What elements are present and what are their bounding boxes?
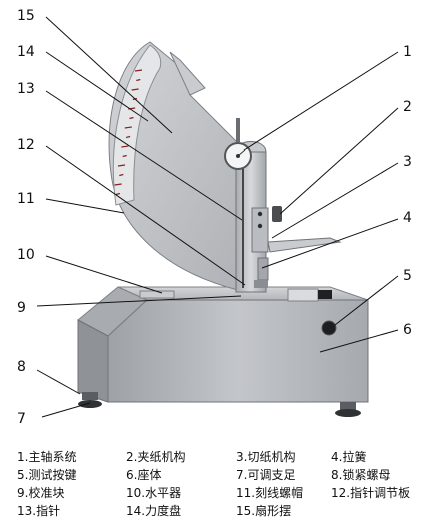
tear-tester-illustration: 1 2 3 4 5 6 7 8 9 10 11 12 13 14 15 [17, 8, 412, 427]
parts-legend: 1.主轴系统 2.夹纸机构 3.切纸机构 4.拉簧 5.测试按键 6.座体 7.… [0, 446, 429, 525]
callout-numbers: 1 2 3 4 5 6 7 8 9 10 11 12 13 14 15 [17, 8, 412, 427]
scale-tick [124, 126, 132, 129]
callout-6: 6 [403, 322, 412, 338]
scale-tick [121, 145, 129, 148]
legend-item-14: 14.力度盘 [126, 504, 182, 518]
legend-item-4: 4.拉簧 [331, 450, 367, 464]
callout-9: 9 [17, 300, 26, 316]
callout-10: 10 [17, 247, 35, 263]
callout-13: 13 [17, 81, 35, 97]
legend-item-8: 8.锁紧螺母 [331, 468, 391, 482]
legend-item-6: 6.座体 [126, 468, 162, 482]
scale-tick [136, 78, 141, 82]
legend-item-10: 10.水平器 [126, 486, 182, 500]
lock-knob [318, 290, 332, 299]
callout-3: 3 [403, 154, 412, 170]
callout-11: 11 [17, 191, 35, 207]
callout-15: 15 [17, 8, 35, 24]
test-button [321, 320, 337, 336]
scale-tick [115, 192, 121, 196]
legend-item-1: 1.主轴系统 [17, 450, 77, 464]
scale-tick [114, 183, 122, 186]
leader-lines [36, 16, 399, 418]
scale-tick [122, 154, 127, 158]
callout-1: 1 [403, 44, 412, 60]
legend-item-3: 3.切纸机构 [236, 450, 296, 464]
legend-item-12: 12.指针调节板 [331, 486, 411, 500]
base-housing [77, 286, 369, 403]
calibration-block [139, 290, 175, 299]
adjustable-feet [78, 392, 361, 417]
legend-item-11: 11.刻线螺帽 [236, 486, 304, 500]
callout-12: 12 [17, 137, 35, 153]
legend-item-7: 7.可调支足 [236, 468, 296, 482]
clamp-block [287, 288, 319, 302]
clamp-cutter-assembly [254, 206, 342, 288]
legend-item-15: 15.扇形摆 [236, 504, 292, 518]
callout-4: 4 [403, 210, 412, 226]
callout-7: 7 [17, 411, 26, 427]
scale-tick [131, 88, 139, 91]
legend-item-5: 5.测试按键 [17, 468, 77, 482]
scale-tick [117, 164, 126, 167]
scale-tick [134, 69, 143, 72]
legend-item-13: 13.指针 [17, 504, 61, 518]
scale-tick [125, 135, 131, 139]
scale-tick [129, 116, 134, 120]
callout-2: 2 [403, 99, 412, 115]
legend-item-2: 2.夹纸机构 [126, 450, 186, 464]
callout-8: 8 [17, 359, 26, 375]
scale-tick [119, 173, 124, 177]
legend-item-9: 9.校准块 [17, 486, 65, 500]
callout-5: 5 [403, 268, 412, 284]
force-scale [112, 44, 162, 206]
callout-14: 14 [17, 44, 35, 60]
